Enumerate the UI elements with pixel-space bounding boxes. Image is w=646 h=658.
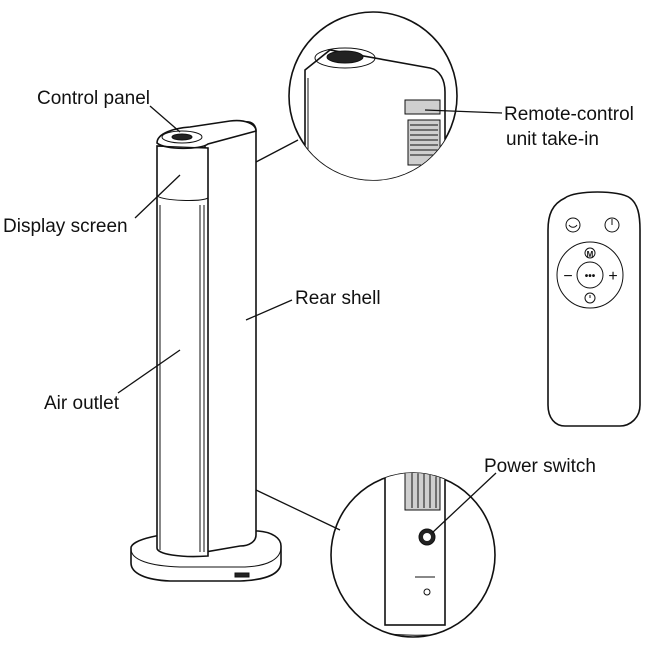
oscillate-icon-wave — [568, 224, 578, 228]
label-remote-take-in-2: unit take-in — [506, 129, 599, 150]
tower-fan — [130, 119, 282, 582]
control-panel-center — [171, 133, 193, 141]
power-switch-inner — [423, 533, 431, 541]
remote-center-button — [576, 261, 604, 289]
remote-slot-body — [407, 119, 441, 166]
slot-grille — [410, 124, 438, 156]
remote-dpad — [556, 241, 624, 309]
zoom-top-panel-center — [326, 50, 364, 64]
air-outlet-leader — [117, 349, 181, 394]
zoom-circle-bottom — [330, 472, 496, 638]
air-outlet-body — [156, 145, 209, 558]
remote-control: ••• M − + — [547, 191, 641, 427]
remote-slot — [404, 99, 441, 115]
mode-icon — [584, 247, 596, 259]
zoom-top-connector — [255, 139, 299, 163]
top-cap — [156, 119, 257, 150]
rear-shell — [204, 121, 257, 553]
zoom-top-panel — [314, 47, 376, 69]
control-panel-leader — [149, 105, 181, 133]
display-top-line — [156, 145, 209, 149]
minus-glyph: − — [563, 268, 572, 285]
label-display-screen: Display screen — [3, 216, 128, 237]
label-control-panel: Control panel — [37, 88, 150, 109]
display-band-line — [156, 195, 209, 201]
zoom-bottom-grille-lines — [411, 473, 437, 508]
timer-icon — [584, 292, 596, 304]
zoom-circle-top — [288, 11, 458, 181]
remote-body — [547, 191, 641, 427]
base-slot — [234, 572, 250, 578]
plus-glyph: + — [608, 268, 617, 285]
label-air-outlet: Air outlet — [44, 393, 120, 414]
fan-base-edge — [130, 546, 282, 568]
zoom-bottom-connector — [255, 489, 341, 531]
center-glyph: ••• — [585, 271, 596, 282]
remote-take-in-leader — [424, 109, 503, 114]
rear-shell-leader — [245, 299, 293, 321]
control-panel-ring — [161, 130, 203, 144]
zoom-bottom-dot — [423, 588, 431, 596]
label-remote-take-in-1: Remote-control — [504, 104, 634, 125]
oscillate-icon — [565, 217, 581, 233]
label-power-switch: Power switch — [484, 456, 596, 477]
display-screen-leader — [134, 174, 181, 219]
mode-glyph: M — [587, 250, 594, 259]
leader-lines — [117, 105, 503, 534]
zoom-bottom-grille — [404, 473, 441, 511]
power-switch-leader — [431, 472, 497, 534]
power-icon — [604, 217, 620, 233]
label-rear-shell: Rear shell — [295, 288, 381, 309]
zoom-bottom-base-slot — [459, 629, 473, 636]
